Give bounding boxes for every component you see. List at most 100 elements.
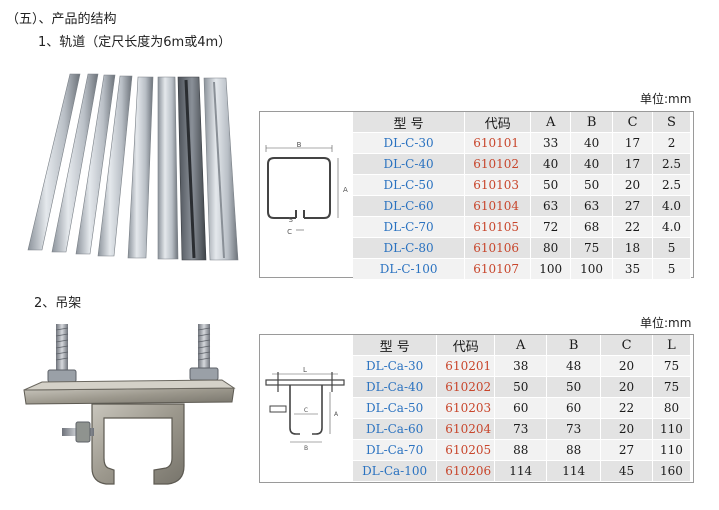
model-cell: DL-Ca-30 — [353, 355, 438, 377]
header-a: A — [530, 112, 572, 133]
model-cell: DL-C-80 — [353, 237, 466, 259]
model-cell: DL-C-70 — [353, 216, 466, 238]
dim-a-cell: 73 — [494, 418, 548, 440]
code-cell: 610106 — [464, 237, 532, 259]
dim-l-cell: 110 — [652, 418, 692, 440]
code-cell: 610206 — [436, 460, 496, 482]
dim-a-cell: 114 — [494, 460, 548, 482]
dim-b-cell: 88 — [546, 439, 602, 461]
dim-l-cell: 80 — [652, 397, 692, 419]
hanger-table-header-row: 型 号 代码 A B C L — [353, 335, 692, 356]
header-code: 代码 — [436, 335, 496, 356]
code-cell: 610105 — [464, 216, 532, 238]
table-row: DL-Ca-50 610203 60 60 22 80 — [353, 397, 692, 419]
dim-s-cell: 2 — [652, 132, 691, 154]
dim-c-cell: 22 — [612, 216, 654, 238]
track-dim-a-label: A — [343, 186, 348, 194]
dim-l-cell: 75 — [652, 355, 692, 377]
hanger-dim-a-label: A — [334, 411, 339, 418]
dim-c-cell: 35 — [612, 258, 654, 280]
dim-a-cell: 38 — [494, 355, 548, 377]
model-cell: DL-Ca-40 — [353, 376, 438, 398]
dim-b-cell: 50 — [570, 174, 614, 196]
hanger-table-body: DL-Ca-30 610201 38 48 20 75 DL-Ca-40 610… — [353, 355, 692, 482]
dim-c-cell: 20 — [600, 355, 653, 377]
dim-a-cell: 50 — [530, 174, 572, 196]
header-b: B — [546, 335, 602, 356]
dim-c-cell: 27 — [612, 195, 654, 217]
dim-l-cell: 160 — [652, 460, 692, 482]
header-model: 型 号 — [353, 335, 438, 356]
header-c: C — [600, 335, 653, 356]
hanger-heading: 2、吊架 — [34, 296, 82, 311]
code-cell: 610101 — [464, 132, 532, 154]
header-a: A — [494, 335, 548, 356]
dim-a-cell: 50 — [494, 376, 548, 398]
hanger-spec-table: 型 号 代码 A B C L DL-Ca-30 610201 38 48 20 … — [353, 335, 692, 482]
table-row: DL-Ca-40 610202 50 50 20 75 — [353, 376, 692, 398]
dim-b-cell: 68 — [570, 216, 614, 238]
dim-b-cell: 40 — [570, 132, 614, 154]
header-c: C — [612, 112, 654, 133]
dim-c-cell: 27 — [600, 439, 653, 461]
table-row: DL-C-40 610102 40 40 17 2.5 — [353, 153, 691, 175]
dim-b-cell: 40 — [570, 153, 614, 175]
code-cell: 610202 — [436, 376, 496, 398]
track-rails-photo — [27, 73, 239, 261]
dim-s-cell: 4.0 — [652, 195, 691, 217]
track-table-header-row: 型 号 代码 A B C S — [353, 112, 691, 133]
code-cell: 610205 — [436, 439, 496, 461]
table-row: DL-Ca-70 610205 88 88 27 110 — [353, 439, 692, 461]
model-cell: DL-C-30 — [353, 132, 466, 154]
dim-c-cell: 20 — [612, 174, 654, 196]
code-cell: 610203 — [436, 397, 496, 419]
table-row: DL-C-30 610101 33 40 17 2 — [353, 132, 691, 154]
track-table-body: DL-C-30 610101 33 40 17 2 DL-C-40 610102… — [353, 132, 691, 280]
model-cell: DL-Ca-70 — [353, 439, 438, 461]
table-row: DL-Ca-100 610206 114 114 45 160 — [353, 460, 692, 482]
dim-c-cell: 17 — [612, 153, 654, 175]
header-s: S — [652, 112, 691, 133]
hanger-photo — [23, 324, 236, 485]
dim-c-cell: 22 — [600, 397, 653, 419]
header-model: 型 号 — [353, 112, 466, 133]
hanger-unit-label: 单位:mm — [640, 316, 692, 330]
dim-s-cell: 2.5 — [652, 174, 691, 196]
dim-l-cell: 75 — [652, 376, 692, 398]
code-cell: 610201 — [436, 355, 496, 377]
dim-b-cell: 114 — [546, 460, 602, 482]
table-row: DL-C-80 610106 80 75 18 5 — [353, 237, 691, 259]
dim-b-cell: 73 — [546, 418, 602, 440]
table-row: DL-C-70 610105 72 68 22 4.0 — [353, 216, 691, 238]
hanger-dim-b-label: B — [304, 445, 308, 452]
code-cell: 610103 — [464, 174, 532, 196]
hanger-dim-c-label: C — [304, 407, 308, 414]
dim-a-cell: 72 — [530, 216, 572, 238]
track-cross-section-diagram: B A C S — [265, 141, 348, 236]
track-spec-table: 型 号 代码 A B C S DL-C-30 610101 33 40 17 2… — [353, 112, 691, 280]
code-cell: 610107 — [464, 258, 532, 280]
track-dim-b-label: B — [297, 141, 302, 149]
dim-s-cell: 2.5 — [652, 153, 691, 175]
header-b: B — [570, 112, 614, 133]
dim-b-cell: 100 — [570, 258, 614, 280]
code-cell: 610204 — [436, 418, 496, 440]
header-l: L — [652, 335, 692, 356]
table-row: DL-C-50 610103 50 50 20 2.5 — [353, 174, 691, 196]
dim-a-cell: 100 — [530, 258, 572, 280]
model-cell: DL-Ca-60 — [353, 418, 438, 440]
track-dim-c-label: C — [287, 228, 292, 236]
dim-c-cell: 20 — [600, 418, 653, 440]
code-cell: 610104 — [464, 195, 532, 217]
section-title: （五）、产品的结构 — [6, 12, 117, 27]
code-cell: 610102 — [464, 153, 532, 175]
model-cell: DL-C-50 — [353, 174, 466, 196]
dim-l-cell: 110 — [652, 439, 692, 461]
model-cell: DL-Ca-50 — [353, 397, 438, 419]
dim-s-cell: 5 — [652, 258, 691, 280]
dim-b-cell: 48 — [546, 355, 602, 377]
table-row: DL-Ca-30 610201 38 48 20 75 — [353, 355, 692, 377]
dim-c-cell: 18 — [612, 237, 654, 259]
dim-s-cell: 4.0 — [652, 216, 691, 238]
model-cell: DL-C-60 — [353, 195, 466, 217]
